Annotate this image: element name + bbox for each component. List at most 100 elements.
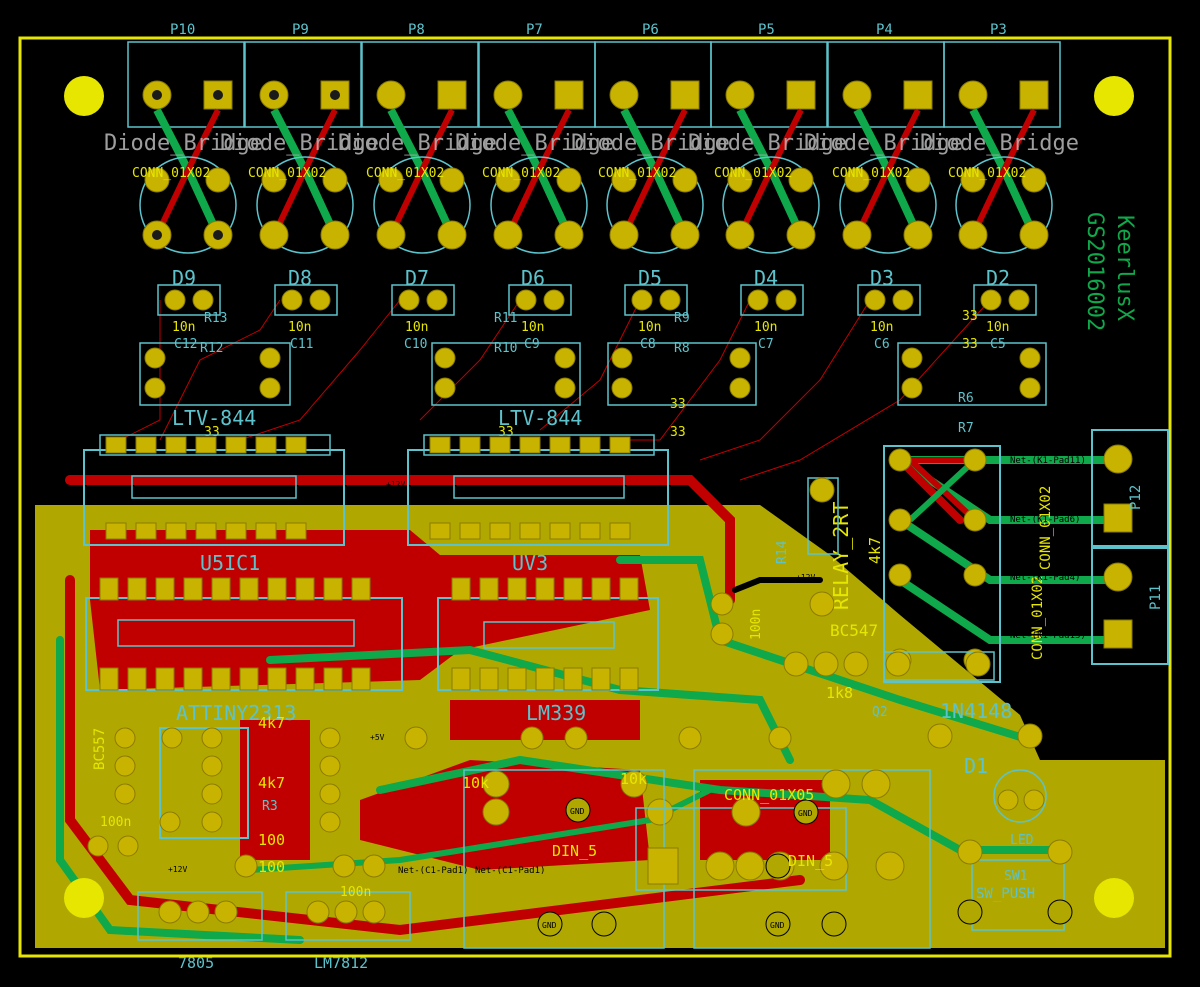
value-p3: CONN_01X02 xyxy=(948,166,1026,181)
value-p12: CONN_01X02 xyxy=(1038,486,1054,570)
label-d4: D4 xyxy=(754,266,778,290)
connector-p7 xyxy=(478,41,596,316)
bridge-label-8: Diode_Bridge xyxy=(920,131,1079,156)
right-connectors: P12 P11 xyxy=(1091,429,1169,665)
value-100-a: 100 xyxy=(258,831,285,849)
label-d7: D7 xyxy=(405,266,429,290)
resistor-blocks xyxy=(139,342,1047,406)
ref-c8: C8 xyxy=(640,337,656,352)
ref-d1: D1 xyxy=(964,754,988,778)
diode-d1: 1N4148 D1 xyxy=(883,651,1043,778)
value-100n-b: 100n xyxy=(100,815,131,830)
value-4k7-a: 4k7 xyxy=(258,714,285,732)
bridge-labels: Diode_Bridge Diode_Bridge Diode_Bridge D… xyxy=(104,131,1079,156)
value-p10: CONN_01X02 xyxy=(132,166,210,181)
label-d2: D2 xyxy=(986,266,1010,290)
value-r14: 4k7 xyxy=(866,537,884,564)
bridge-label-6: Diode_Bridge xyxy=(688,131,847,156)
label-p7: P7 xyxy=(526,22,543,38)
label-p6: P6 xyxy=(642,22,659,38)
connector-p8 xyxy=(361,41,479,316)
value-1k8: 1k8 xyxy=(826,684,853,702)
value-c10: 10n xyxy=(405,320,428,335)
label-d3: D3 xyxy=(870,266,894,290)
net-labels: Net-(K1-Pad11) Net-(K1-Pad6) Net-(K1-Pad… xyxy=(398,456,1086,876)
ref-r6: R6 xyxy=(958,391,974,406)
net-k1-pad11: Net-(K1-Pad11) xyxy=(1010,456,1086,466)
value-q2: BC557 xyxy=(92,728,108,770)
attiny-area: BC557 4k7 4k7 R3 100 100 100n xyxy=(87,714,341,876)
value-100n-c: 100n xyxy=(340,885,371,900)
value-p6: CONN_01X02 xyxy=(598,166,676,181)
value-c9: 10n xyxy=(521,320,544,335)
ref-c10: C10 xyxy=(404,337,427,352)
connector-p9 xyxy=(244,41,362,316)
value-4k7-b: 4k7 xyxy=(258,774,285,792)
label-d6: D6 xyxy=(521,266,545,290)
value-p7: CONN_01X02 xyxy=(482,166,560,181)
net-12v-a: +12V xyxy=(386,480,405,489)
relay-vertical-label: CONN_01X02 CONN_01X02 xyxy=(1030,486,1054,660)
label-p4: P4 xyxy=(876,22,893,38)
label-d8: D8 xyxy=(288,266,312,290)
thin-routing xyxy=(119,299,991,481)
diode-labels: D9 D8 D7 D6 D5 D4 D3 D2 xyxy=(172,266,1010,290)
net-gnd-b: GND xyxy=(798,809,813,818)
ref-r13: R13 xyxy=(204,311,227,326)
value-u6: LTV-844 xyxy=(172,406,256,430)
ref-q2: Q2 xyxy=(872,705,888,720)
led-switch: LED SW1 SW_PUSH xyxy=(957,769,1073,931)
net-12v-c: +12V xyxy=(168,865,187,874)
value-p4: CONN_01X02 xyxy=(832,166,910,181)
value-r5b: 33 xyxy=(962,337,978,352)
ref-c11: C11 xyxy=(290,337,313,352)
value-c5: 10n xyxy=(986,320,1009,335)
bridge-label-1: Diode_Bridge xyxy=(104,131,263,156)
ref-r9: R9 xyxy=(674,311,690,326)
value-attiny: ATTINY2313 xyxy=(176,701,296,725)
regulators: 7805 LM7812 100n xyxy=(137,854,411,972)
value-p8: CONN_01X02 xyxy=(366,166,444,181)
value-c12: 10n xyxy=(172,320,195,335)
value-conn5: CONN_01X05 xyxy=(724,786,814,804)
value-p5: CONN_01X02 xyxy=(714,166,792,181)
cap-labels: 10n 10n 10n 10n 10n 10n 10n 10n C12 C11 … xyxy=(172,320,1009,352)
ref-p11: P11 xyxy=(1148,585,1164,610)
ref-c12: C12 xyxy=(174,337,197,352)
value-c7: 10n xyxy=(754,320,777,335)
net-k1-pad13: Net-(K1-Pad13) xyxy=(1010,631,1086,641)
ref-sw1: SW1 xyxy=(1004,869,1027,884)
copper-top-pours xyxy=(90,530,830,870)
value-u5ic1: U5IC1 xyxy=(200,551,260,575)
connector-p5 xyxy=(710,41,828,316)
resistor-labels: R13 R12 R11 R10 R9 R8 R6 R7 33 33 33 33 … xyxy=(200,309,978,440)
value-uv3: UV3 xyxy=(512,551,548,575)
transistor-area: R14 4k7 BC547 1k8 Q2 100n xyxy=(710,477,888,720)
ref-c7: C7 xyxy=(758,337,774,352)
opto-ics xyxy=(83,434,669,546)
label-p8: P8 xyxy=(408,22,425,38)
value-d1: 1N4148 xyxy=(940,699,1012,723)
ref-p12: P12 xyxy=(1128,485,1144,510)
net-gnd-a: GND xyxy=(570,807,585,816)
relay-value: RELAY_2RT xyxy=(829,502,853,610)
ref-r14: R14 xyxy=(775,540,790,564)
bridge-label-5: Diode_Bridge xyxy=(571,131,730,156)
small-net-text: +12V +12V +12V +5V GND GND GND GND xyxy=(168,480,815,930)
ref-r3: R3 xyxy=(262,799,278,814)
value-7805: 7805 xyxy=(178,954,214,972)
ref-r7: R7 xyxy=(958,421,974,436)
label-d9: D9 xyxy=(172,266,196,290)
opto-labels: LTV-844 LTV-844 xyxy=(172,406,582,430)
value-c6: 10n xyxy=(870,320,893,335)
top-connectors xyxy=(127,41,1061,316)
value-din-a: DIN_5 xyxy=(552,842,597,860)
ref-c9: C9 xyxy=(524,337,540,352)
logic-ic-pins xyxy=(99,577,639,691)
board-id: GS2016002 xyxy=(1082,212,1107,331)
net-5v-a: +5V xyxy=(370,733,385,742)
value-din-b: DIN_5 xyxy=(788,852,833,870)
value-p9: CONN_01X02 xyxy=(248,166,326,181)
board-brand: KeerlusX xyxy=(1112,215,1137,322)
value-r5a: 33 xyxy=(962,309,978,324)
